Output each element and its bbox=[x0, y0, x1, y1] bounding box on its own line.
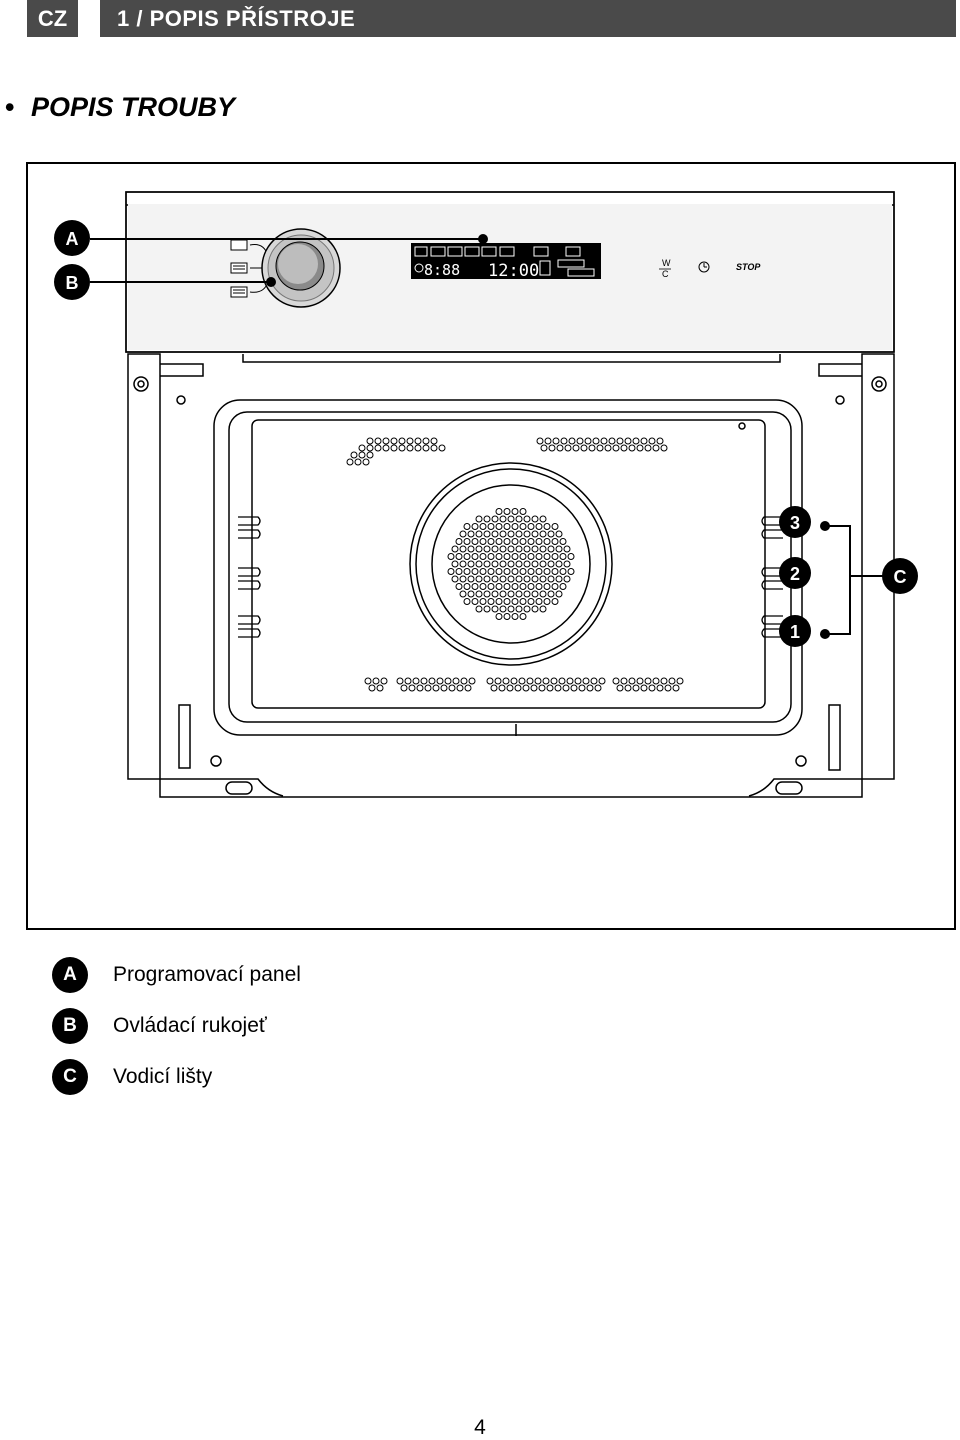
legend-badge: A bbox=[52, 957, 88, 993]
oven-diagram: 8:88 12:00 W C STOP A B bbox=[26, 162, 956, 930]
shelf-3-label: 3 bbox=[790, 513, 800, 533]
page-number: 4 bbox=[474, 1416, 486, 1439]
legend-badge: C bbox=[52, 1059, 88, 1095]
callout-a: A bbox=[54, 220, 90, 256]
panel-buttons: W C STOP bbox=[659, 258, 761, 279]
callout-dot-a bbox=[478, 234, 488, 244]
bracket-c bbox=[828, 525, 884, 635]
wc-bottom-label: C bbox=[662, 269, 669, 279]
oven-drawing: 8:88 12:00 W C STOP A B bbox=[54, 191, 918, 798]
stop-label: STOP bbox=[736, 262, 761, 272]
lcd-display: 8:88 12:00 bbox=[411, 243, 601, 281]
vent-holes bbox=[346, 437, 684, 692]
section-heading: • POPIS TROUBY bbox=[5, 92, 235, 123]
legend-text: Ovládací rukojeť bbox=[113, 1014, 267, 1037]
wc-top-label: W bbox=[662, 258, 671, 268]
callout-b: B bbox=[54, 264, 90, 300]
callout-lines bbox=[90, 238, 483, 283]
legend: A Programovací panel B Ovládací rukojeť … bbox=[52, 956, 301, 1109]
shelf-level-3: 3 bbox=[779, 506, 811, 538]
callout-dot-b bbox=[266, 277, 276, 287]
bullet: • bbox=[5, 92, 15, 122]
legend-item: C Vodicí lišty bbox=[52, 1058, 301, 1096]
legend-item: A Programovací panel bbox=[52, 956, 301, 994]
shelf-rails bbox=[238, 516, 783, 638]
chapter-title: 1 / POPIS PŘÍSTROJE bbox=[100, 0, 956, 37]
clock-icon bbox=[698, 261, 710, 273]
fan-holes bbox=[447, 508, 575, 620]
display-temp: 8:88 bbox=[424, 261, 460, 279]
shelf-level-2: 2 bbox=[779, 557, 811, 589]
shelf-1-label: 1 bbox=[790, 622, 800, 642]
legend-text: Programovací panel bbox=[113, 963, 301, 986]
shelf-level-1: 1 bbox=[779, 615, 811, 647]
callout-b-label: B bbox=[66, 273, 79, 293]
fan-cover bbox=[409, 462, 613, 666]
callout-a-label: A bbox=[66, 229, 79, 249]
oven-body bbox=[127, 353, 895, 798]
callout-c-label: C bbox=[894, 567, 907, 587]
legend-badge: B bbox=[52, 1008, 88, 1044]
shelf-2-label: 2 bbox=[790, 564, 800, 584]
legend-text: Vodicí lišty bbox=[113, 1065, 213, 1088]
display-clock: 12:00 bbox=[488, 261, 539, 281]
control-knob bbox=[261, 228, 341, 308]
section-title: POPIS TROUBY bbox=[31, 92, 236, 122]
language-tag: CZ bbox=[27, 0, 78, 37]
legend-item: B Ovládací rukojeť bbox=[52, 1007, 301, 1045]
callout-c: C bbox=[882, 558, 918, 594]
